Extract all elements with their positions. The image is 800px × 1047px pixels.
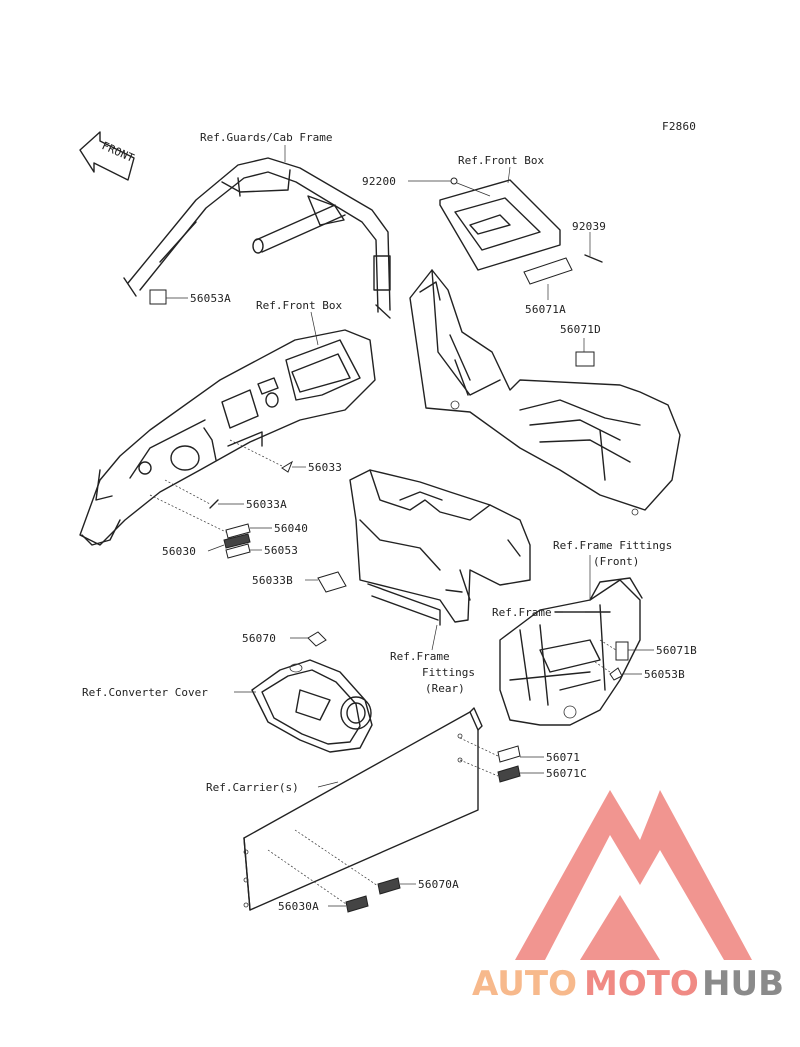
front-arrow-label: FRONT <box>100 139 137 165</box>
part-56030A: 56030A <box>278 900 319 913</box>
decal-56070A <box>377 877 401 895</box>
ref-converter-cover: Ref.Converter Cover <box>82 686 208 699</box>
part-56040: 56040 <box>274 522 308 535</box>
decal-56053A <box>149 289 167 305</box>
part-56033B: 56033B <box>252 574 293 587</box>
decal-56071B <box>615 641 629 661</box>
cab-frame-drawing <box>123 157 391 319</box>
part-56070: 56070 <box>242 632 276 645</box>
decal-56071C <box>497 765 521 783</box>
decal-56030A <box>345 895 369 913</box>
ref-frame: Ref.Frame <box>492 606 552 619</box>
ref-frame-fittings-rear-2: Fittings <box>422 666 475 679</box>
part-92200: 92200 <box>362 175 396 188</box>
part-56053: 56053 <box>264 544 298 557</box>
ref-frame-fittings-rear-1: Ref.Frame <box>390 650 450 663</box>
part-56053A: 56053A <box>190 292 231 305</box>
ref-front-box-top: Ref.Front Box <box>458 154 544 167</box>
part-56053B: 56053B <box>644 668 685 681</box>
automotohub-logo: AUTO MOTO HUB <box>472 790 784 1004</box>
ref-front-box-left: Ref.Front Box <box>256 299 342 312</box>
part-56071C: 56071C <box>546 767 587 780</box>
decal-56070 <box>307 631 327 647</box>
decal-56040 <box>225 523 251 539</box>
logo-text-hub: HUB <box>702 964 784 1004</box>
part-56071: 56071 <box>546 751 580 764</box>
part-56071B: 56071B <box>656 644 697 657</box>
part-56071D: 56071D <box>560 323 601 336</box>
logo-text-moto: MOTO <box>584 964 699 1004</box>
ref-carriers: Ref.Carrier(s) <box>206 781 299 794</box>
decal-56071 <box>497 745 521 763</box>
decal-56071A <box>523 257 573 285</box>
floor-panel-drawing <box>409 269 681 516</box>
part-56071A: 56071A <box>525 303 566 316</box>
ref-frame-fittings-front-1: Ref.Frame Fittings <box>553 539 672 552</box>
rear-fittings-drawing <box>349 469 531 626</box>
part-92039: 92039 <box>572 220 606 233</box>
logo-text-auto: AUTO <box>472 964 577 1004</box>
front-box-drawing <box>439 179 561 271</box>
dashboard-drawing <box>79 329 376 546</box>
decal-56053 <box>225 543 251 559</box>
decal-56030 <box>223 533 251 549</box>
ref-guards-cab-frame: Ref.Guards/Cab Frame <box>200 131 332 144</box>
logo-triangle <box>515 790 752 960</box>
part-56030: 56030 <box>162 545 196 558</box>
part-56070A: 56070A <box>418 878 459 891</box>
decal-56033B <box>317 571 347 593</box>
figure-code: F2860 <box>662 120 696 133</box>
part-56033: 56033 <box>308 461 342 474</box>
carrier-drawing <box>243 707 483 911</box>
decal-56071D <box>575 351 595 367</box>
part-56033A: 56033A <box>246 498 287 511</box>
converter-cover-drawing <box>251 659 373 753</box>
ref-frame-fittings-front-2: (Front) <box>593 555 639 568</box>
front-arrow-icon: FRONT <box>79 131 137 181</box>
ref-frame-fittings-rear-3: (Rear) <box>425 682 465 695</box>
